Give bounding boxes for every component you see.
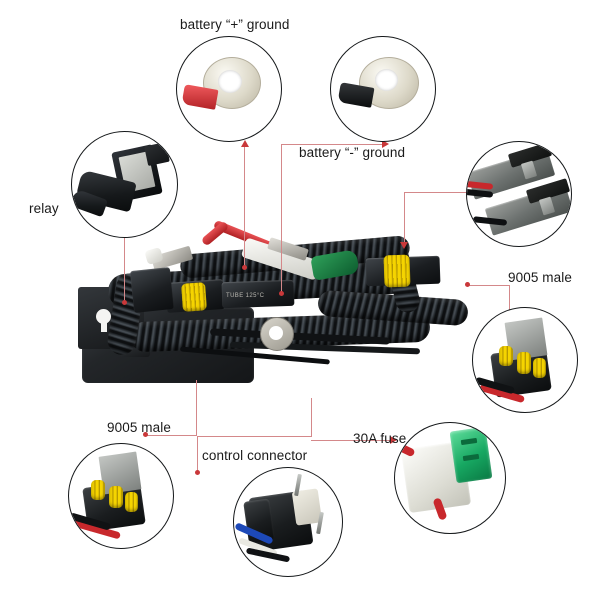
leader-battery-plus-vertical: [244, 146, 246, 268]
harness-spade-block: [129, 267, 175, 313]
leader-control-connector-endpoint: [195, 470, 200, 475]
leader-9005-left-vertical: [196, 380, 198, 436]
connector-9005-left-seal-a: [91, 480, 105, 500]
leader-9005-left-endpoint: [143, 432, 148, 437]
leader-9005-right-endpoint: [465, 282, 470, 287]
leader-battery-plus-endpoint: [242, 265, 247, 270]
leader-fuse-arrow: [390, 436, 397, 444]
callout-dual-gray-connectors: [466, 141, 572, 247]
callout-relay: [71, 131, 178, 238]
label-9005-male-right: 9005 male: [508, 270, 572, 285]
harness-yellow-seal-right: [383, 254, 411, 288]
callout-battery-minus-ground: [330, 36, 436, 142]
leader-fuse-horizontal: [311, 440, 393, 442]
connector-9005-right-seal-a: [499, 346, 513, 366]
callout-30a-fuse: [394, 422, 506, 534]
label-30a-fuse: 30A fuse: [353, 431, 407, 446]
leader-battery-minus-endpoint: [279, 291, 284, 296]
callout-9005-male-right: [472, 307, 578, 413]
wiring-harness-assembly: TUBE 125°C: [60, 219, 490, 415]
ring-terminal-negative-hole: [375, 69, 398, 91]
leader-control-connector-vertical-down: [197, 436, 199, 474]
leader-battery-minus-vertical: [281, 144, 283, 294]
harness-yellow-seal-left: [181, 282, 207, 312]
callout-battery-plus-ground: [176, 36, 282, 142]
label-control-connector: control connector: [202, 448, 308, 463]
leader-battery-minus-arrow: [382, 140, 389, 148]
label-battery-minus-ground: battery “-” ground: [299, 145, 406, 160]
leader-dual-connector-vertical: [404, 192, 406, 244]
leader-control-connector-horizontal: [197, 436, 312, 438]
connector-9005-right-seal-b: [517, 352, 531, 374]
leader-dual-connector-horizontal: [404, 192, 480, 194]
leader-battery-plus-arrow: [241, 140, 249, 147]
connector-9005-left-seal-b: [109, 486, 123, 508]
bracket-keyslot: [101, 319, 107, 332]
leader-9005-right-vertical: [509, 285, 511, 313]
leader-control-connector-vertical-top: [311, 398, 313, 436]
loom-tube-marking: TUBE 125°C: [226, 293, 265, 299]
connector-9005-right-seal-c: [533, 358, 546, 378]
leader-9005-left-horizontal: [145, 435, 197, 437]
leader-relay-vertical: [124, 206, 126, 304]
label-relay: relay: [29, 201, 59, 216]
leader-relay-endpoint: [122, 300, 127, 305]
leader-battery-minus-horizontal: [281, 144, 384, 146]
leader-dual-connector-tip: [400, 242, 408, 249]
bracket-keyhole: [96, 309, 111, 324]
label-9005-male-left: 9005 male: [107, 420, 171, 435]
ring-terminal-positive-hole: [218, 70, 242, 93]
harness-ring-terminal-hole: [269, 326, 283, 340]
relay-mount-tab: [144, 141, 170, 167]
callout-control-connector: [233, 467, 343, 577]
connector-9005-left-seal-c: [125, 492, 138, 512]
callout-9005-male-left: [68, 443, 174, 549]
label-battery-plus-ground: battery “+” ground: [180, 17, 290, 32]
leader-9005-right-horizontal: [468, 285, 510, 287]
